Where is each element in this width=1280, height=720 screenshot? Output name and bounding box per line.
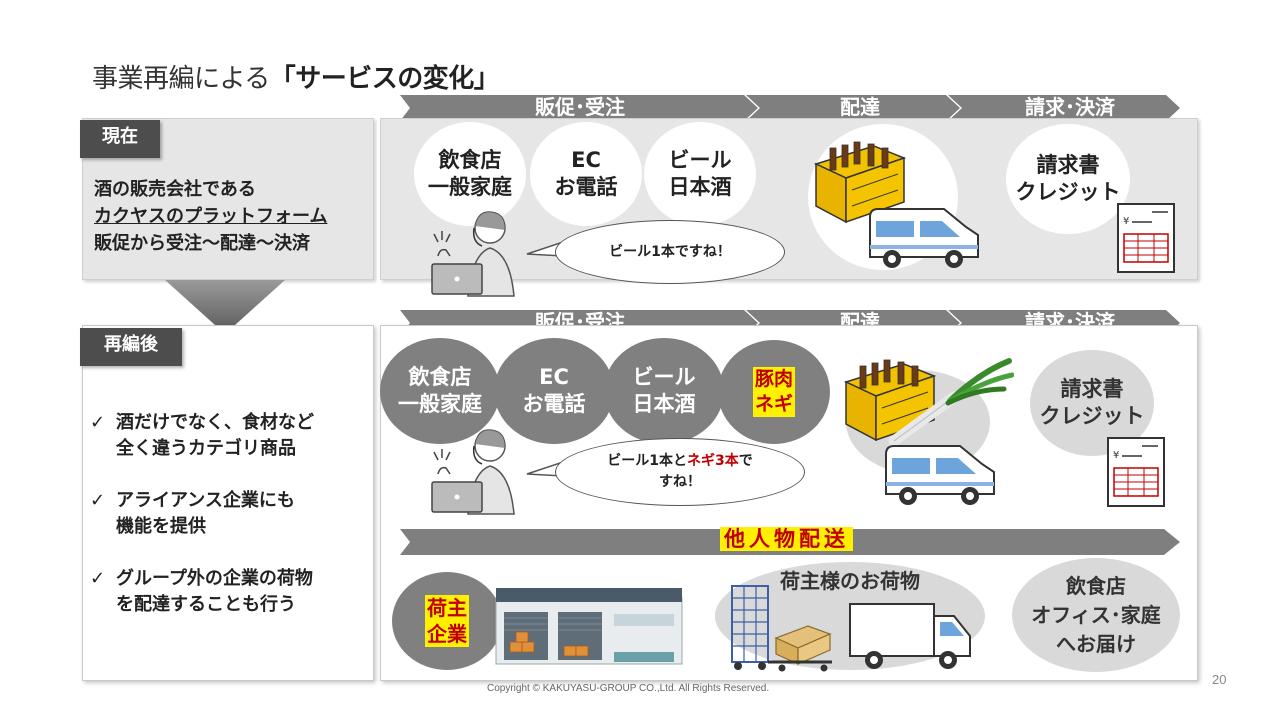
circle-line: 飲食店 xyxy=(408,364,472,389)
slide-title: 事業再編による「サービスの変化」 xyxy=(92,58,500,95)
bottom-circle-customer: 飲食店一般家庭 xyxy=(380,338,500,444)
circle-line: 日本酒 xyxy=(632,392,696,416)
after-panel xyxy=(82,325,374,681)
top-stage2-label: 配達 xyxy=(840,95,880,119)
circle-line: EC xyxy=(571,147,601,172)
top-flow-arrows xyxy=(400,95,1180,121)
top-billing-circle: 請求書クレジット xyxy=(1006,124,1130,234)
invoice-icon: ¥ xyxy=(1107,437,1165,507)
circle-line: お電話 xyxy=(554,175,618,199)
circle-line: 飲食店 xyxy=(438,147,502,172)
bubble-line1: ビール1本とネギ3本で xyxy=(607,451,753,472)
delivery-truck-icon xyxy=(885,445,995,505)
check-icon: ✓ xyxy=(90,490,106,511)
bullet-item: ✓ アライアンス企業にも機能を提供 xyxy=(90,488,370,540)
check-icon: ✓ xyxy=(90,412,106,433)
page-number: 20 xyxy=(1212,672,1227,687)
bullet-line: アライアンス企業にも xyxy=(116,490,295,511)
circle-line: ビール xyxy=(632,364,696,389)
check-icon: ✓ xyxy=(90,568,106,589)
billing-line: 請求書 xyxy=(1060,376,1124,401)
bubble-text: で xyxy=(738,453,753,469)
invoice-icon: ¥ xyxy=(1117,203,1175,273)
after-tag: 再編後 xyxy=(80,328,182,366)
operator-icon xyxy=(431,211,515,297)
destination-line: オフィス･家庭 xyxy=(1031,602,1161,627)
bottom-circle-product: ビール日本酒 xyxy=(604,338,724,444)
bullet-line: グループ外の企業の荷物 xyxy=(116,568,313,589)
bottom-circle-channel: EC お電話 xyxy=(494,338,614,444)
current-desc-line3: 販促から受注～配達～決済 xyxy=(94,233,310,254)
transition-arrow xyxy=(165,280,285,334)
warehouse-icon xyxy=(495,588,683,665)
current-desc-line2: カクヤスのプラットフォーム xyxy=(94,206,328,227)
bullet-line: を配達することも行う xyxy=(116,594,296,615)
operator-icon xyxy=(431,429,515,515)
svg-text:¥: ¥ xyxy=(1113,450,1119,461)
top-stage3-label: 請求･決済 xyxy=(1025,95,1115,119)
top-circle-product: ビール日本酒 xyxy=(644,122,756,226)
bottom-circle-food: 豚肉ネギ xyxy=(718,340,830,444)
billing-line: 請求書 xyxy=(1036,152,1100,177)
cargo-label: 荷主様のお荷物 xyxy=(780,569,920,593)
bubble-emphasis: ネギ3本 xyxy=(687,453,739,469)
destination-circle: 飲食店 オフィス･家庭 へお届け xyxy=(1012,558,1180,672)
green-onion-icon xyxy=(888,358,1014,447)
highlight-text: 他人物配送 xyxy=(720,527,853,551)
highlight-text: 企業 xyxy=(425,621,469,647)
circle-line: お電話 xyxy=(522,392,586,416)
copyright: Copyright © KAKUYASU-GROUP CO.,Ltd. All … xyxy=(487,683,770,694)
bubble-text: ビール1本と xyxy=(607,453,687,469)
bullet-item: ✓ グループ外の企業の荷物を配達することも行う xyxy=(90,566,370,618)
circle-line: 一般家庭 xyxy=(398,392,482,416)
destination-line: へお届け xyxy=(1056,631,1136,656)
top-circle-customer: 飲食店一般家庭 xyxy=(414,122,526,226)
title-bold: 「サービスの変化」 xyxy=(269,64,500,94)
beer-crate-icon xyxy=(813,141,907,224)
third-party-label: 他人物配送 xyxy=(720,524,853,554)
top-speech-bubble: ビール1本ですね！ xyxy=(555,220,785,284)
bullet-line: 全く違うカテゴリ商品 xyxy=(116,438,296,459)
bubble-line2: すね！ xyxy=(659,474,701,490)
highlight-text: ネギ xyxy=(752,392,795,417)
destination-line: 飲食店 xyxy=(1066,573,1126,598)
highlight-text: 豚肉 xyxy=(752,367,795,392)
circle-line: EC xyxy=(539,364,569,389)
top-stage1-label: 販促･受注 xyxy=(535,95,625,119)
current-description: 酒の販売会社である カクヤスのプラットフォーム 販促から受注～配達～決済 xyxy=(94,176,327,257)
circle-line: 日本酒 xyxy=(668,175,732,199)
current-desc-line1: 酒の販売会社である xyxy=(94,179,256,200)
circle-line: ビール xyxy=(668,147,732,172)
bullet-line: 酒だけでなく、食材など xyxy=(116,412,314,433)
current-tag: 現在 xyxy=(80,120,160,158)
bullet-item: ✓ 酒だけでなく、食材など全く違うカテゴリ商品 xyxy=(90,410,370,462)
bubble-text: ビール1本ですね！ xyxy=(609,243,731,260)
title-normal: 事業再編による xyxy=(92,64,270,94)
billing-line: クレジット xyxy=(1015,180,1121,204)
delivery-truck-icon xyxy=(869,208,979,268)
shipper-circle: 荷主企業 xyxy=(392,572,502,670)
delivery-van-icon xyxy=(849,603,971,669)
bullet-line: 機能を提供 xyxy=(116,516,206,537)
cart-icon xyxy=(731,585,832,672)
bottom-speech-bubble: ビール1本とネギ3本で すね！ xyxy=(555,438,805,506)
beer-crate-icon xyxy=(843,359,937,442)
circle-line: 一般家庭 xyxy=(428,175,512,199)
after-bullets: ✓酒だけでなく、食材など全く違うカテゴリ商品 ✓アライアンス企業にも機能を提供 … xyxy=(90,410,370,644)
billing-line: クレジット xyxy=(1039,404,1145,428)
top-circle-channel: EC お電話 xyxy=(530,122,642,226)
svg-text:¥: ¥ xyxy=(1123,216,1129,227)
highlight-text: 荷主 xyxy=(425,595,469,621)
